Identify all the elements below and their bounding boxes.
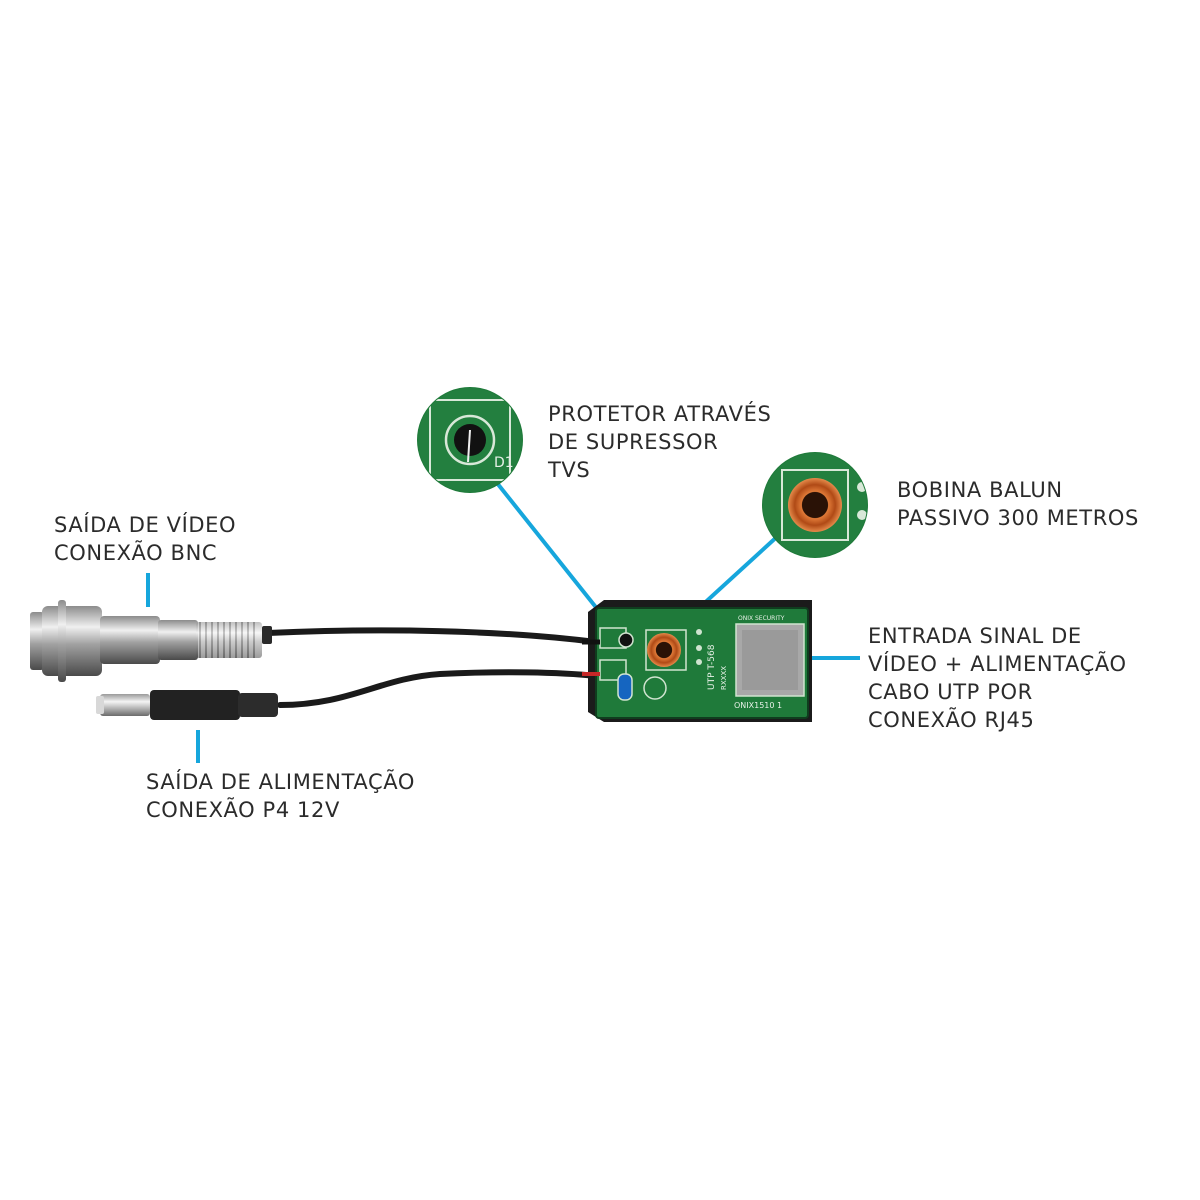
balun-enclosure: UTP T-568 RXXXX ONIX SECURITY ONIX1510 1 [582, 600, 812, 722]
balun-coil-label: BOBINA BALUN PASSIVO 300 METROS [897, 478, 1139, 530]
tvs-diode-zoom-icon: D1 [417, 387, 523, 493]
tvs-protector-label: PROTETOR ATRAVÉS DE SUPRESSOR TVS [548, 402, 772, 482]
coil-zoom-icon [762, 452, 868, 558]
cables [265, 627, 599, 708]
svg-text:D1: D1 [494, 455, 514, 471]
power-output-label: SAÍDA DE ALIMENTAÇÃO CONEXÃO P4 12V [146, 770, 415, 822]
power-cable [277, 669, 599, 708]
bnc-connector-icon [30, 600, 272, 682]
input-label: ENTRADA SINAL DE VÍDEO + ALIMENTAÇÃO CAB… [868, 624, 1127, 732]
video-cable [265, 627, 599, 645]
board-code-text: RXXXX [720, 666, 728, 690]
p4-plug-icon [96, 690, 278, 720]
video-output-label: SAÍDA DE VÍDEO CONEXÃO BNC [54, 513, 237, 565]
board-model-text: ONIX1510 1 [734, 701, 782, 710]
rj45-port-icon [735, 623, 805, 697]
board-brand-text: ONIX SECURITY [738, 615, 785, 622]
board-standard-text: UTP T-568 [707, 644, 717, 690]
